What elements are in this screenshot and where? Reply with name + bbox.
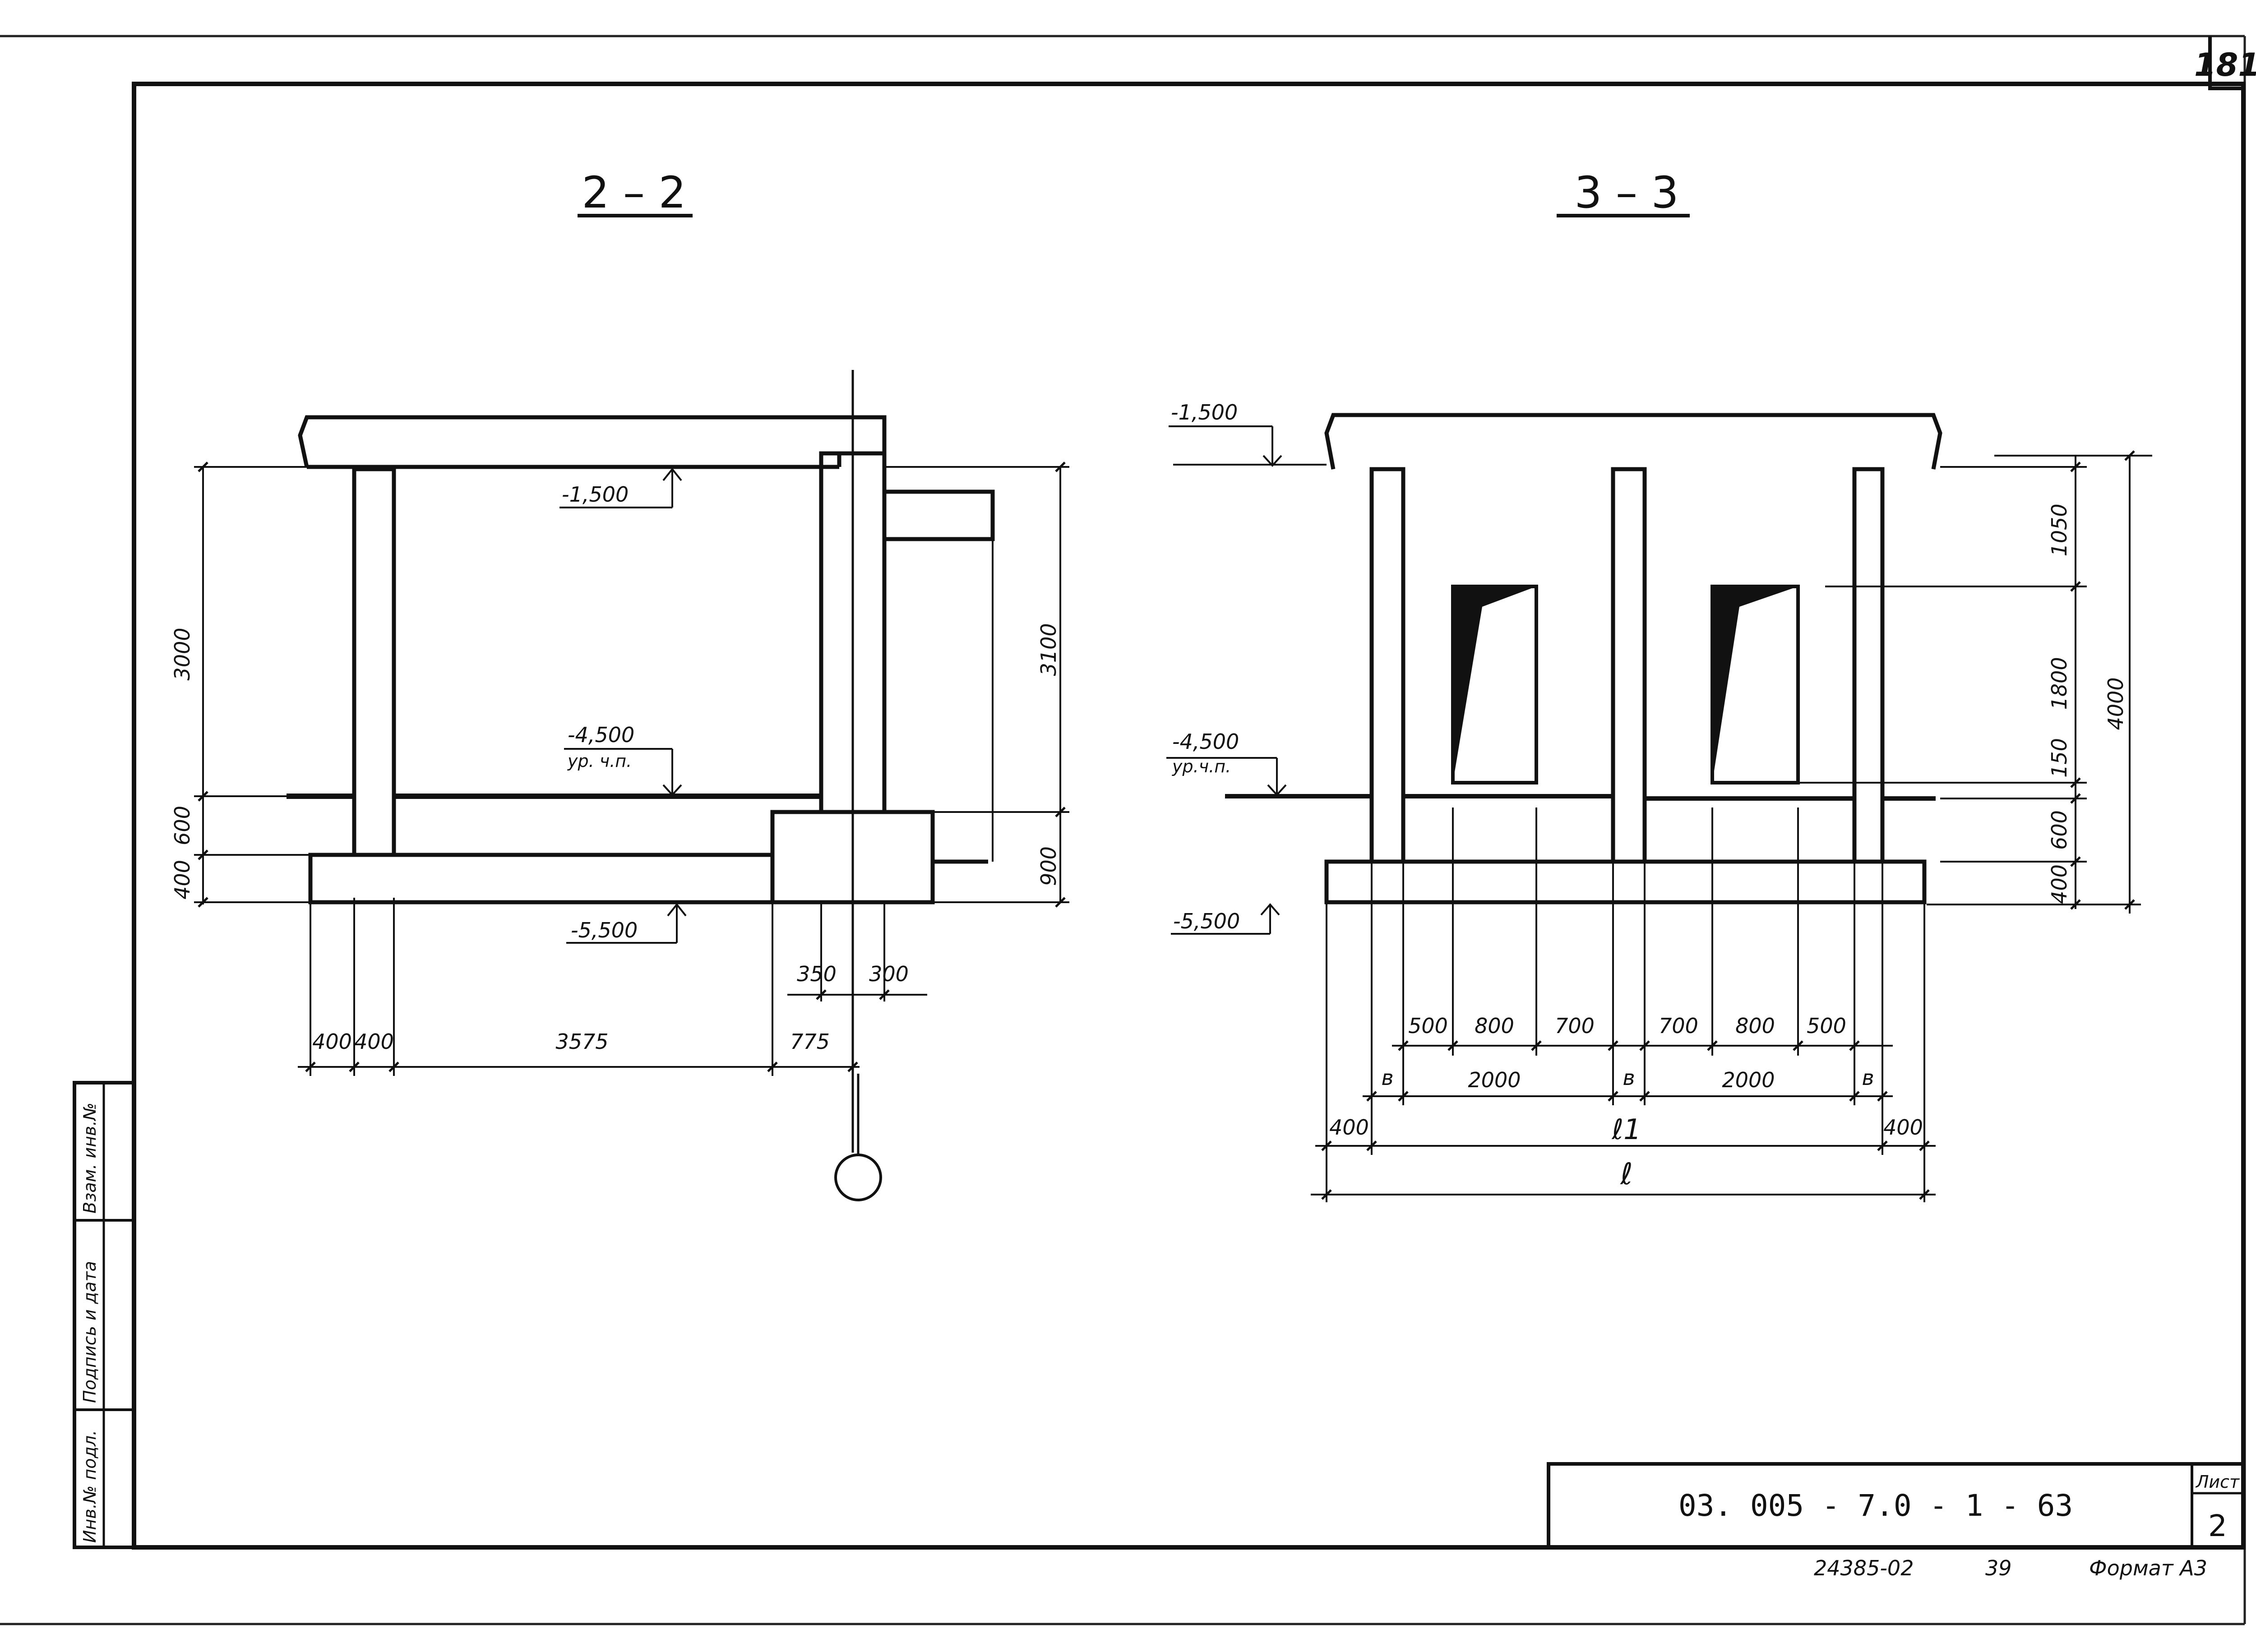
stamp-inv-no: Инв.№ подл.: [80, 1430, 100, 1543]
dim-r2d: 2000: [1722, 1068, 1775, 1092]
dim-3575-2-2: 3575: [555, 1029, 608, 1054]
corner-sheet-number: 181: [2194, 36, 2256, 90]
dim-r4: ℓ: [1620, 1157, 1632, 1191]
dim-775-2-2: 775: [790, 1029, 830, 1054]
level-floor-note-3-3: ур.ч.п.: [1172, 757, 1231, 776]
title-sheet-value: 2: [2208, 1509, 2227, 1543]
dim-350-2-2: 350: [797, 962, 837, 986]
dim-r3c: 400: [1883, 1115, 1923, 1140]
level-top-3-3: -1,500: [1171, 400, 1238, 425]
level-bottom-3-3: -5,500: [1173, 909, 1240, 933]
dim-r1c: 700: [1555, 1014, 1595, 1038]
dim-r2c: в: [1623, 1066, 1635, 1090]
dim-r1e: 800: [1735, 1014, 1775, 1038]
slab-3-3: [1324, 413, 1942, 470]
dim-r3b: ℓ1: [1611, 1113, 1641, 1146]
axis-bubble-2-2: [834, 1154, 882, 1201]
section-3-3: 3 – 3 -1,500 -4,500 ур.ч.п.: [1166, 167, 2152, 1202]
dim-r1f: 500: [1807, 1014, 1846, 1038]
level-floor-3-3: -4,500: [1172, 729, 1239, 754]
left-wall-2-2: [352, 467, 396, 857]
level-bottom-2-2: -5,500: [571, 918, 638, 942]
dim-600-2-2: 600: [170, 806, 194, 845]
wall-right-3-3: [1852, 467, 1885, 864]
dim-400-2-2: 400: [170, 860, 194, 900]
dim-900-2-2: 900: [1036, 846, 1061, 886]
section-2-2-title: 2 – 2: [582, 167, 686, 218]
dim-r2b: 2000: [1468, 1068, 1521, 1092]
dim-400b-2-2: 400: [354, 1029, 394, 1054]
title-sheet-label: Лист: [2195, 1472, 2240, 1492]
dim-1050-3-3: 1050: [2047, 503, 2071, 556]
drawing-frame: [132, 82, 2246, 1550]
level-floor-note-2-2: ур. ч.п.: [567, 751, 632, 771]
stamp-sign-date: Подпись и дата: [80, 1261, 100, 1403]
dim-400-3-3: 400: [2047, 864, 2071, 904]
footing-3-3: [1324, 859, 1927, 904]
wall-left-3-3: [1369, 467, 1405, 864]
wall-middle-3-3: [1611, 467, 1647, 864]
level-floor-2-2: -4,500: [568, 723, 634, 747]
dim-r3a: 400: [1329, 1115, 1369, 1140]
stamp-column: Инв.№ подл. Подпись и дата Взам. инв.№: [73, 1081, 136, 1549]
dim-400a-2-2: 400: [312, 1029, 352, 1054]
dim-600-3-3: 600: [2047, 810, 2071, 850]
slab-2-2: [298, 415, 887, 467]
dim-r1d: 700: [1659, 1014, 1698, 1038]
dim-1800-3-3: 1800: [2047, 657, 2071, 710]
dim-3000-2-2: 3000: [170, 628, 194, 680]
dim-300-2-2: 300: [869, 962, 909, 986]
dim-r2a: в: [1381, 1066, 1393, 1090]
title-block: 03. 005 - 7.0 - 1 - 63 Лист 2: [1547, 1462, 2245, 1549]
dim-4000-3-3: 4000: [2103, 677, 2128, 730]
dim-3100-2-2: 3100: [1036, 623, 1061, 676]
corner-number-text: 181: [2194, 46, 2256, 83]
footer-page: 39: [1985, 1556, 2012, 1580]
footer-number: 24385-02: [1814, 1556, 1914, 1580]
dim-r2e: в: [1862, 1066, 1874, 1090]
section-3-3-title: 3 – 3: [1574, 167, 1678, 218]
section-2-2: 2 – 2 3000 600 400: [170, 167, 1069, 1201]
dim-r1a: 500: [1408, 1014, 1448, 1038]
title-code: 03. 005 - 7.0 - 1 - 63: [1678, 1488, 2073, 1523]
dim-150-3-3: 150: [2047, 738, 2071, 778]
dim-r1b: 800: [1475, 1014, 1514, 1038]
stamp-replace-inv: Взам. инв.№: [80, 1103, 100, 1214]
footer-format: Формат А3: [2089, 1556, 2207, 1580]
level-top-2-2: -1,500: [562, 482, 629, 507]
